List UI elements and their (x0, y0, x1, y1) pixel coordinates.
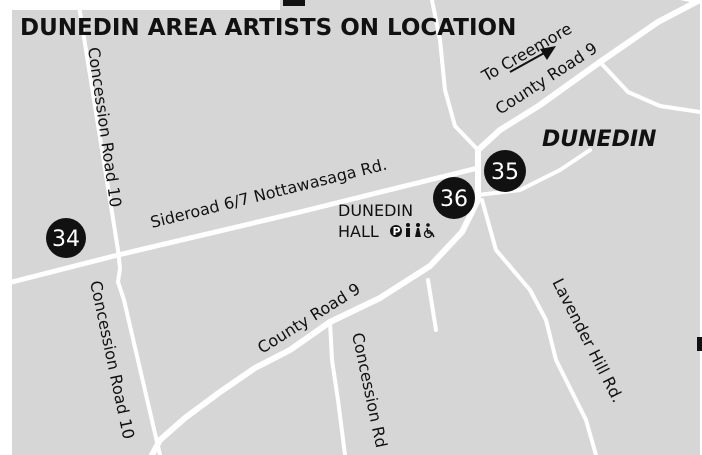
marker-34-label: 34 (52, 227, 80, 252)
road-county-9-south (149, 165, 481, 455)
parking-glyph: P (393, 225, 401, 238)
marker-36[interactable]: 36 (433, 177, 475, 219)
road-spur (426, 278, 438, 332)
road-sideroad (9, 165, 481, 285)
arrow-right-icon (540, 46, 556, 60)
venue-dunedin-hall: DUNEDIN HALL P (338, 201, 435, 241)
road-northeast-branch (598, 60, 702, 114)
direction-arrow-shaft (509, 51, 547, 73)
marker-36-label: 36 (440, 187, 468, 212)
road-dunedin-east (476, 148, 592, 197)
title-notch (283, 0, 305, 6)
venue-name-line2: HALL (338, 222, 379, 241)
map-title: DUNEDIN AREA ARTISTS ON LOCATION (20, 15, 516, 41)
marker-34[interactable]: 34 (46, 218, 86, 258)
road-north-loop (430, 0, 480, 152)
town-label: DUNEDIN (542, 127, 656, 152)
road-concession-rd (328, 320, 347, 455)
accessible-icon (423, 223, 435, 239)
road-concession-10 (76, 0, 162, 455)
edge-tick (697, 337, 702, 351)
marker-35[interactable]: 35 (484, 150, 526, 192)
road-network (9, 0, 702, 455)
venue-amenities: P (390, 223, 435, 239)
marker-35-label: 35 (491, 160, 519, 185)
road-lavender-hill (480, 198, 598, 455)
parking-icon: P (390, 225, 402, 238)
title-backdrop (0, 0, 280, 10)
restroom-icon (406, 223, 421, 237)
venue-name-line1: DUNEDIN (338, 201, 413, 220)
